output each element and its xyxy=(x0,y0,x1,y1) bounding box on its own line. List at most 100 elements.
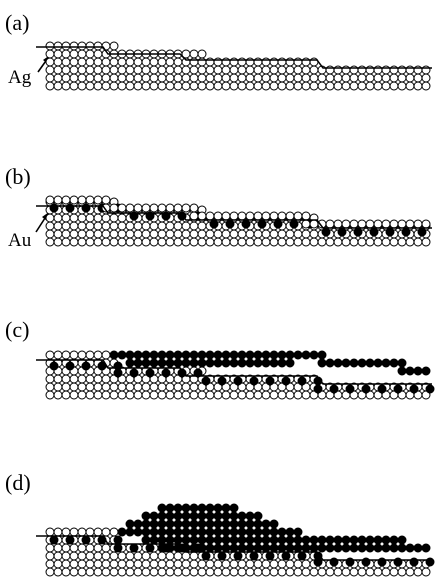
au-atom xyxy=(165,358,175,368)
surface-step-line xyxy=(36,46,432,69)
au-atom xyxy=(181,519,191,529)
substrate-atom xyxy=(189,81,199,91)
au-atom xyxy=(313,557,323,567)
au-atom xyxy=(285,535,295,545)
substrate-atom xyxy=(125,57,135,67)
au-atom xyxy=(81,361,91,371)
substrate-atom xyxy=(133,559,143,569)
au-atom xyxy=(165,511,175,521)
au-atom xyxy=(205,358,215,368)
substrate-atom xyxy=(325,567,335,577)
substrate-atom xyxy=(301,57,311,67)
substrate-atom xyxy=(205,567,215,577)
au-atom xyxy=(157,503,167,513)
au-atom xyxy=(141,527,151,537)
substrate-atom xyxy=(181,382,191,392)
substrate-atom xyxy=(165,65,175,75)
substrate-atom xyxy=(373,65,383,75)
substrate-atom xyxy=(125,73,135,83)
substrate-atom xyxy=(333,81,343,91)
substrate-atom xyxy=(61,213,71,223)
substrate-atom xyxy=(85,221,95,231)
ag-adatom xyxy=(285,211,295,221)
au-atom xyxy=(173,519,183,529)
substrate-atom xyxy=(117,213,127,223)
au-atom xyxy=(357,535,367,545)
substrate-atom xyxy=(109,567,119,577)
au-atom xyxy=(173,350,183,360)
surface-step-line xyxy=(36,205,432,229)
substrate-atom xyxy=(389,65,399,75)
au-atom xyxy=(361,384,371,394)
au-atom xyxy=(245,527,255,537)
substrate-atom xyxy=(45,41,55,51)
au-atom xyxy=(229,527,239,537)
substrate-atom xyxy=(85,390,95,400)
au-atom xyxy=(173,511,183,521)
au-atom xyxy=(229,511,239,521)
substrate-atom xyxy=(149,390,159,400)
substrate-atom xyxy=(205,81,215,91)
au-atom xyxy=(269,358,279,368)
au-atom xyxy=(229,358,239,368)
substrate-atom xyxy=(117,382,127,392)
substrate-atom xyxy=(293,81,303,91)
substrate-atom xyxy=(309,73,319,83)
au-atom xyxy=(201,551,211,561)
substrate-atom xyxy=(237,237,247,247)
au-atom xyxy=(245,350,255,360)
substrate-atom xyxy=(61,390,71,400)
substrate-atom xyxy=(293,65,303,75)
substrate-atom xyxy=(85,73,95,83)
au-atom xyxy=(389,358,399,368)
substrate-atom xyxy=(293,559,303,569)
substrate-atom xyxy=(213,567,223,577)
substrate-atom xyxy=(181,551,191,561)
substrate-atom xyxy=(309,229,319,239)
substrate-atom xyxy=(101,229,111,239)
au-atom xyxy=(205,519,215,529)
substrate-atom xyxy=(261,65,271,75)
au-atom xyxy=(233,376,243,386)
substrate-atom xyxy=(413,81,423,91)
au-atom xyxy=(261,535,271,545)
au-atom xyxy=(313,384,323,394)
ag-adatom xyxy=(141,203,151,213)
au-atom xyxy=(265,551,275,561)
substrate-atom xyxy=(125,81,135,91)
substrate-atom xyxy=(301,229,311,239)
au-atom xyxy=(113,535,123,545)
substrate-atom xyxy=(229,567,239,577)
ag-adatom xyxy=(269,211,279,221)
substrate-atom xyxy=(253,73,263,83)
substrate-atom xyxy=(69,559,79,569)
au-atom xyxy=(65,203,75,213)
au-atom xyxy=(213,519,223,529)
substrate-atom xyxy=(109,237,119,247)
au-atom xyxy=(157,519,167,529)
ag-adatom xyxy=(101,350,111,360)
substrate-atom xyxy=(69,374,79,384)
substrate-atom xyxy=(117,81,127,91)
au-atom xyxy=(133,519,143,529)
au-atom xyxy=(217,551,227,561)
substrate-atom xyxy=(85,551,95,561)
ag-adatom xyxy=(293,211,303,221)
ag-adatom xyxy=(309,219,319,229)
au-atom xyxy=(197,527,207,537)
substrate-atom xyxy=(61,567,71,577)
substrate-atom xyxy=(261,237,271,247)
au-atom xyxy=(293,527,303,537)
au-atom xyxy=(213,535,223,545)
substrate-atom xyxy=(349,73,359,83)
ag-adatom xyxy=(397,219,407,229)
au-atom xyxy=(229,519,239,529)
au-atom xyxy=(365,535,375,545)
substrate-atom xyxy=(133,382,143,392)
au-atom xyxy=(365,358,375,368)
substrate-atom xyxy=(269,567,279,577)
au-atom xyxy=(421,366,431,376)
ag-adatom xyxy=(109,527,119,537)
au-atom xyxy=(353,227,363,237)
ag-adatom xyxy=(85,195,95,205)
